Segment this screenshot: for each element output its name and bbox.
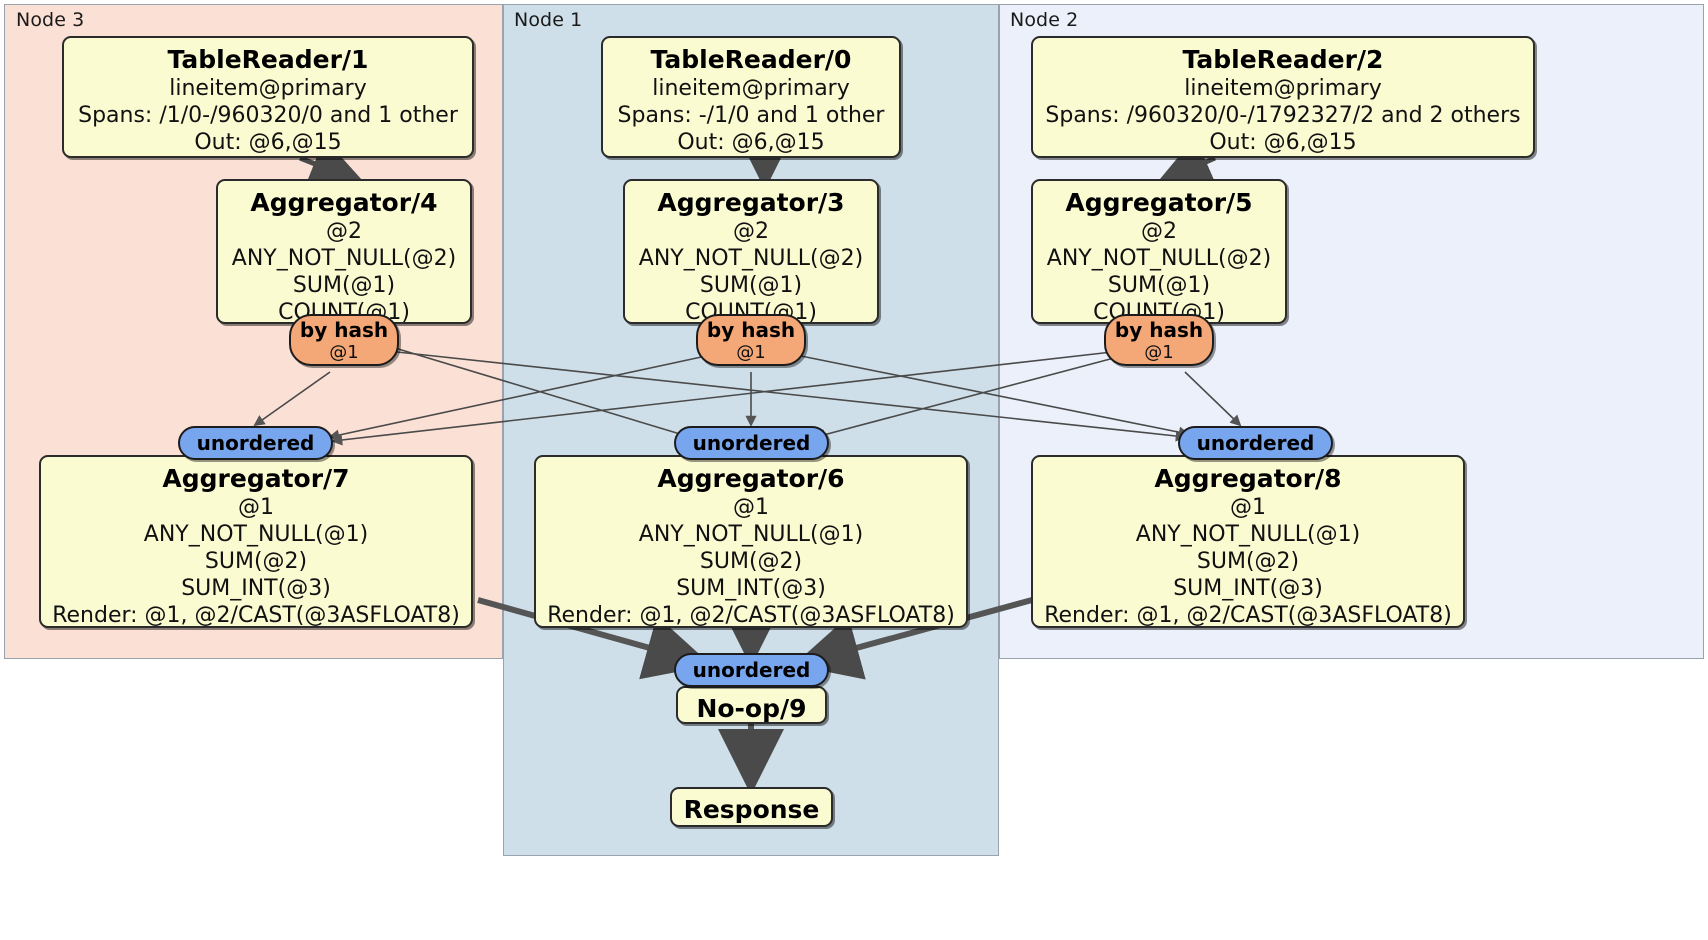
processor-line: SUM_INT(@3) [1173,576,1323,601]
router-by-hash-aggregator-4[interactable]: by hash @1 [289,314,399,366]
processor-table-reader-2[interactable]: TableReader/2 lineitem@primary Spans: /9… [1031,36,1535,158]
processor-aggregator-5[interactable]: Aggregator/5 @2 ANY_NOT_NULL(@2) SUM(@1)… [1031,179,1287,325]
router-label: by hash [706,318,796,342]
processor-aggregator-6[interactable]: Aggregator/6 @1 ANY_NOT_NULL(@1) SUM(@2)… [534,455,968,628]
processor-line: @2 [733,219,769,244]
node-label-node2: Node 2 [1010,9,1079,31]
synchronizer-unordered-aggregator-8[interactable]: unordered [1178,426,1333,460]
processor-aggregator-3[interactable]: Aggregator/3 @2 ANY_NOT_NULL(@2) SUM(@1)… [623,179,879,325]
processor-table-reader-1[interactable]: TableReader/1 lineitem@primary Spans: /1… [62,36,474,158]
processor-title: Response [683,795,820,824]
processor-title: TableReader/0 [650,45,852,74]
processor-line: Out: @6,@15 [677,130,825,155]
processor-no-op-9[interactable]: No-op/9 [676,686,827,724]
processor-line: @2 [326,219,362,244]
processor-title: Aggregator/4 [250,188,438,217]
processor-title: Aggregator/5 [1065,188,1253,217]
synchronizer-label: unordered [1196,431,1315,455]
processor-line: lineitem@primary [1184,76,1382,101]
processor-line: lineitem@primary [652,76,850,101]
router-sub: @1 [736,342,766,363]
processor-aggregator-7[interactable]: Aggregator/7 @1 ANY_NOT_NULL(@1) SUM(@2)… [39,455,473,628]
processor-title: No-op/9 [696,694,807,723]
processor-line: @1 [1230,495,1266,520]
processor-line: ANY_NOT_NULL(@2) [1046,246,1272,271]
router-by-hash-aggregator-5[interactable]: by hash @1 [1104,314,1214,366]
processor-line: ANY_NOT_NULL(@2) [231,246,457,271]
processor-title: Aggregator/7 [162,464,350,493]
router-label: by hash [299,318,389,342]
processor-aggregator-8[interactable]: Aggregator/8 @1 ANY_NOT_NULL(@1) SUM(@2)… [1031,455,1465,628]
processor-title: TableReader/2 [1182,45,1384,74]
processor-line: ANY_NOT_NULL(@1) [638,522,864,547]
synchronizer-unordered-aggregator-7[interactable]: unordered [178,426,333,460]
processor-line: lineitem@primary [169,76,367,101]
synchronizer-label: unordered [692,658,811,682]
processor-line: SUM(@1) [292,273,396,298]
synchronizer-unordered-aggregator-6[interactable]: unordered [674,426,829,460]
router-sub: @1 [329,342,359,363]
processor-line: ANY_NOT_NULL(@1) [143,522,369,547]
processor-line: @2 [1141,219,1177,244]
processor-line: Render: @1, @2/CAST(@3ASFLOAT8) [1044,603,1452,628]
processor-line: SUM(@2) [699,549,803,574]
router-by-hash-aggregator-3[interactable]: by hash @1 [696,314,806,366]
processor-line: ANY_NOT_NULL(@2) [638,246,864,271]
processor-line: Out: @6,@15 [1209,130,1357,155]
processor-line: SUM_INT(@3) [676,576,826,601]
processor-aggregator-4[interactable]: Aggregator/4 @2 ANY_NOT_NULL(@2) SUM(@1)… [216,179,472,325]
processor-line: SUM(@1) [1107,273,1211,298]
router-label: by hash [1114,318,1204,342]
processor-line: Render: @1, @2/CAST(@3ASFLOAT8) [547,603,955,628]
node-label-node1: Node 1 [514,9,583,31]
processor-line: Spans: -/1/0 and 1 other [617,103,885,128]
synchronizer-label: unordered [692,431,811,455]
processor-response[interactable]: Response [670,787,833,827]
processor-line: Out: @6,@15 [194,130,342,155]
processor-line: SUM_INT(@3) [181,576,331,601]
processor-line: Spans: /960320/0-/1792327/2 and 2 others [1045,103,1521,128]
processor-line: @1 [733,495,769,520]
processor-line: @1 [238,495,274,520]
processor-line: SUM(@2) [1196,549,1300,574]
processor-line: SUM(@2) [204,549,308,574]
processor-line: Render: @1, @2/CAST(@3ASFLOAT8) [52,603,460,628]
processor-line: Spans: /1/0-/960320/0 and 1 other [78,103,458,128]
node-label-node3: Node 3 [16,9,85,31]
router-sub: @1 [1144,342,1174,363]
synchronizer-unordered-final[interactable]: unordered [674,653,829,687]
processor-line: SUM(@1) [699,273,803,298]
processor-title: Aggregator/3 [657,188,845,217]
processor-title: TableReader/1 [167,45,369,74]
processor-title: Aggregator/8 [1154,464,1342,493]
synchronizer-label: unordered [196,431,315,455]
processor-line: ANY_NOT_NULL(@1) [1135,522,1361,547]
processor-table-reader-0[interactable]: TableReader/0 lineitem@primary Spans: -/… [601,36,901,158]
processor-title: Aggregator/6 [657,464,845,493]
